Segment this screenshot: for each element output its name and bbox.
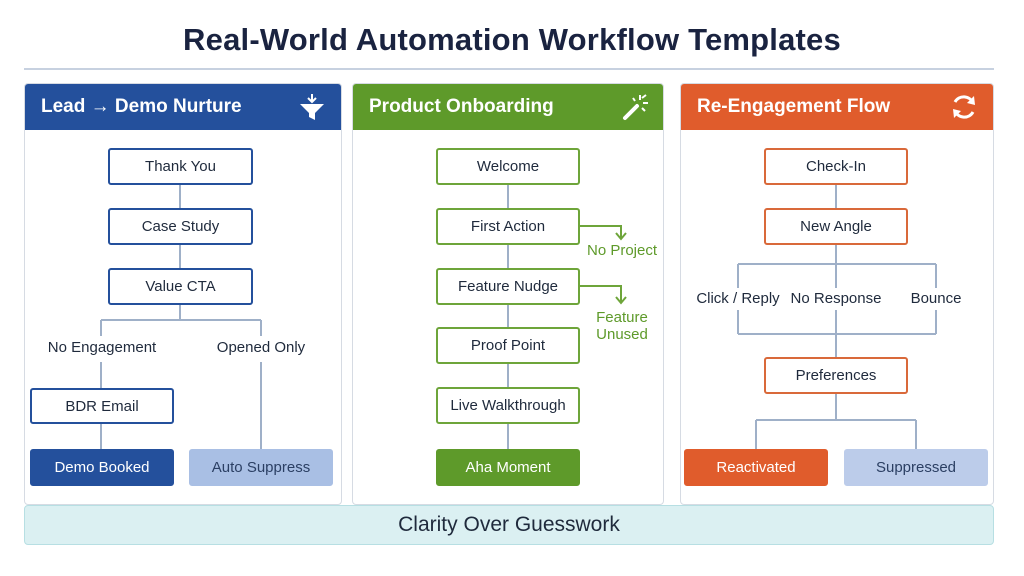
funnel-icon [300,94,324,120]
outcome-reactivated: Reactivated [684,449,828,486]
step-value-cta: Value CTA [108,268,253,305]
outcome-demo-booked: Demo Booked [30,449,174,486]
column-title: Product Onboarding [369,96,554,117]
step-bdr-email: BDR Email [30,388,174,424]
step-preferences: Preferences [764,357,908,394]
branch-no-engagement: No Engagement [47,339,157,356]
column-title: Re-Engagement Flow [697,96,891,117]
column-title: Lead → Demo Nurture [41,96,242,117]
side-note-feature-unused: Feature Unused [596,309,648,343]
step-new-angle: New Angle [764,208,908,245]
branch-no-response: No Response [790,290,882,307]
branch-bounce: Bounce [910,290,962,307]
column-header-onboarding: Product Onboarding [353,84,663,130]
side-note-no-project: No Project [586,242,658,259]
outcome-suppressed: Suppressed [844,449,988,486]
step-live-walkthrough: Live Walkthrough [436,387,580,424]
step-thank-you: Thank You [108,148,253,185]
title-divider [24,68,994,70]
branch-click-reply: Click / Reply [696,290,780,307]
refresh-icon [953,95,975,119]
column-header-lead-demo: Lead → Demo Nurture [25,84,341,130]
footer-text: Clarity Over Guesswork [398,513,620,536]
step-feature-nudge: Feature Nudge [436,268,580,305]
column-header-re-engagement: Re-Engagement Flow [681,84,993,130]
branch-opened-only: Opened Only [216,339,306,356]
footer-banner: Clarity Over Guesswork [24,505,994,545]
step-first-action: First Action [436,208,580,245]
magic-wand-icon [623,94,648,120]
step-check-in: Check-In [764,148,908,185]
step-proof-point: Proof Point [436,327,580,364]
step-welcome: Welcome [436,148,580,185]
page-title: Real-World Automation Workflow Templates [183,22,841,57]
step-case-study: Case Study [108,208,253,245]
outcome-auto-suppress: Auto Suppress [189,449,333,486]
outcome-aha-moment: Aha Moment [436,449,580,486]
